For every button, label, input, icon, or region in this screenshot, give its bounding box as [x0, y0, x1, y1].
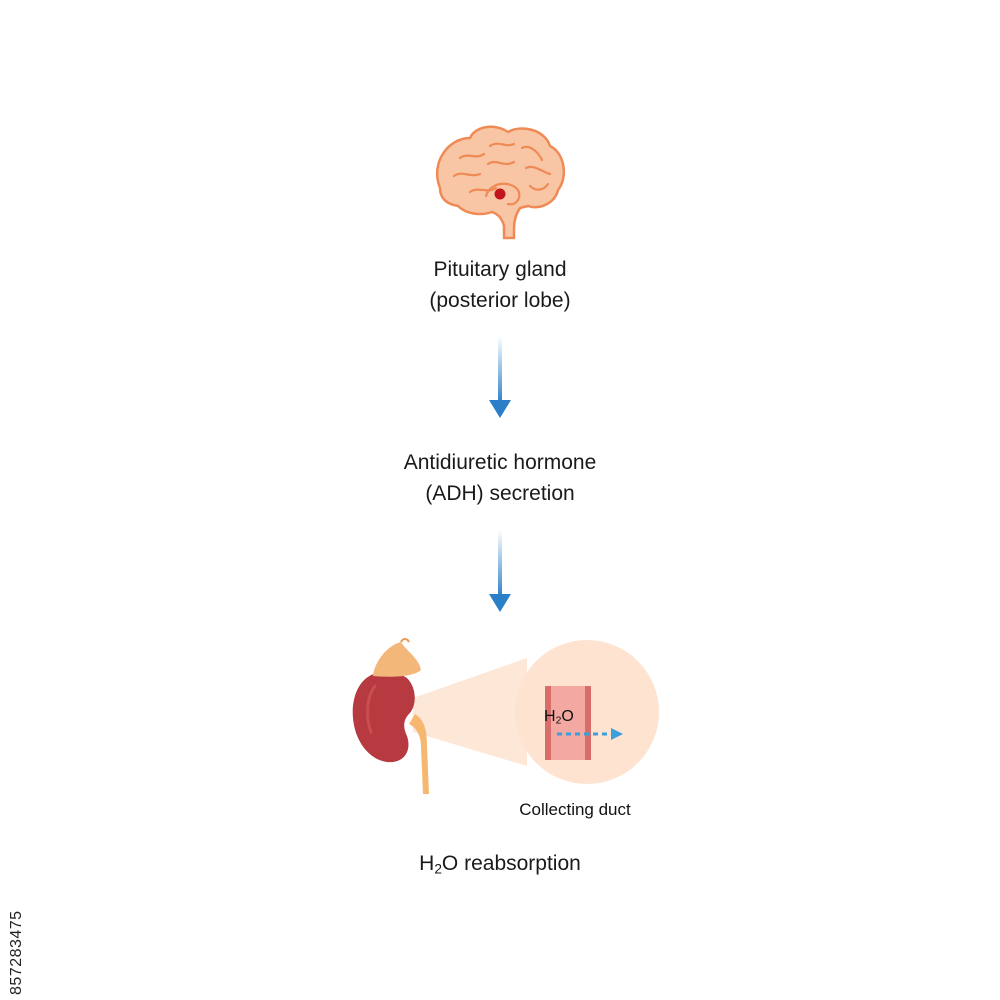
kidney-illustration	[352, 638, 659, 794]
zoom-cone	[413, 658, 527, 766]
pituitary-label-line2: (posterior lobe)	[429, 289, 571, 312]
duct-h2o-end: O	[561, 708, 574, 725]
reabsorption-sub: 2	[434, 861, 442, 877]
collecting-duct	[545, 686, 591, 760]
duct-h2o-label: H2O	[544, 708, 574, 727]
pituitary-dot	[494, 188, 506, 200]
adh-label-line1: Antidiuretic hormone	[403, 451, 597, 474]
brain-icon	[435, 125, 566, 240]
collecting-duct-label: Collecting duct	[519, 800, 631, 819]
reabsorption-o: O	[441, 852, 459, 875]
reabsorption-label: H2O reabsorption	[250, 848, 750, 884]
reabsorption-text: reabsorption	[464, 852, 581, 875]
kidney-icon	[352, 672, 415, 763]
down-arrow-1	[489, 336, 511, 418]
adrenal-gland-icon	[373, 642, 421, 677]
adh-label-line2: (ADH) secretion	[425, 482, 575, 505]
duct-h2o-main: H	[544, 708, 556, 725]
reabsorption-h: H	[419, 852, 435, 875]
down-arrow-2	[489, 530, 511, 612]
pituitary-label: Pituitary gland (posterior lobe)	[250, 254, 750, 316]
stock-id-watermark: 857283475	[8, 765, 38, 995]
stock-id-text: 857283475	[8, 910, 25, 995]
pituitary-label-line1: Pituitary gland	[433, 258, 567, 281]
duct-h2o-sub: 2	[555, 715, 562, 727]
adh-label: Antidiuretic hormone (ADH) secretion	[250, 447, 750, 509]
